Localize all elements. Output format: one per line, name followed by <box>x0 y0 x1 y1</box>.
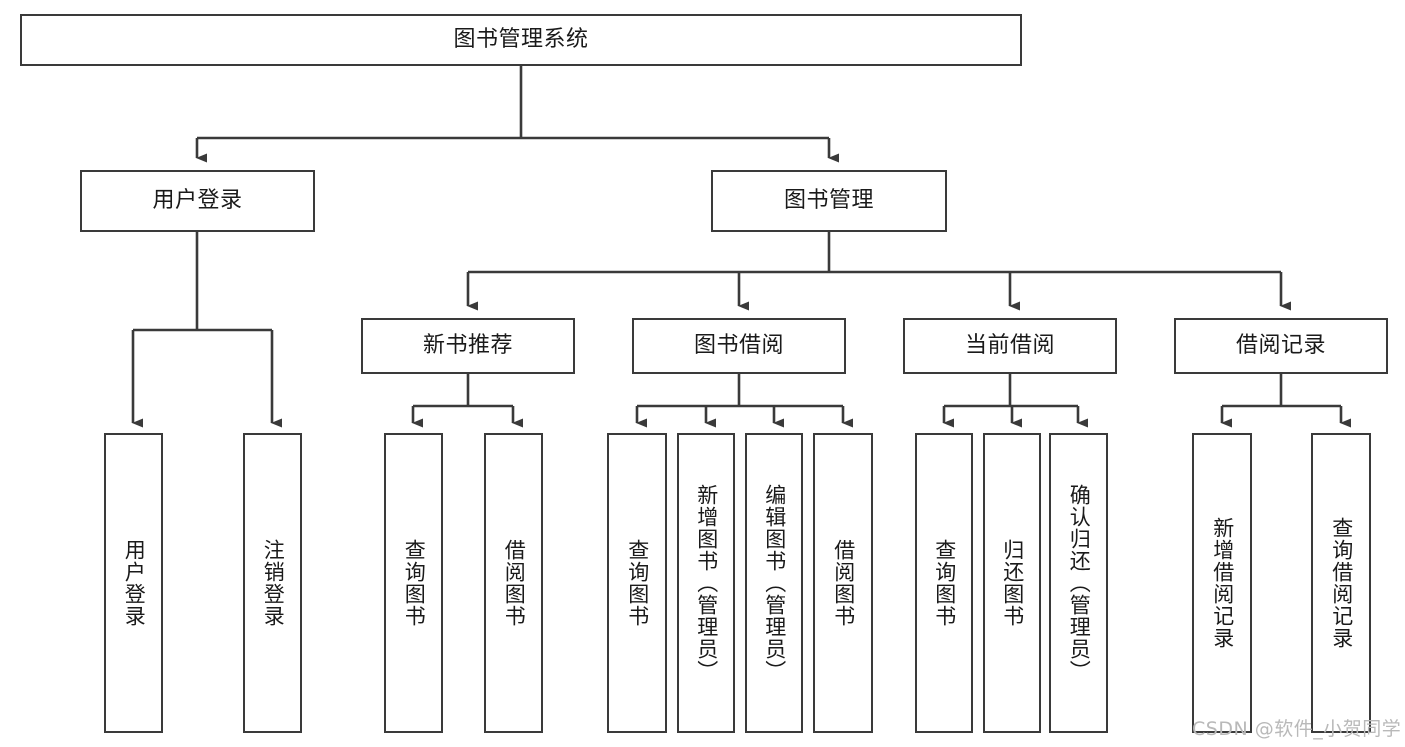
node-label: 注销登录 <box>261 539 286 627</box>
leaf-new-book-borrow-book[interactable]: 借阅图书 <box>484 433 543 733</box>
node-label: 编辑图书（管理员） <box>762 484 787 682</box>
leaf-borrow-record-query-record[interactable]: 查询借阅记录 <box>1311 433 1371 733</box>
node-borrow-record[interactable]: 借阅记录 <box>1174 318 1388 374</box>
node-label: 确认归还（管理员） <box>1067 484 1092 682</box>
leaf-current-borrow-confirm-return-admin[interactable]: 确认归还（管理员） <box>1049 433 1108 733</box>
leaf-book-borrow-add-book-admin[interactable]: 新增图书（管理员） <box>677 433 735 733</box>
node-label: 查询借阅记录 <box>1329 517 1354 649</box>
leaf-book-borrow-edit-book-admin[interactable]: 编辑图书（管理员） <box>745 433 803 733</box>
node-label: 图书借阅 <box>693 333 784 359</box>
leaf-current-borrow-return-book[interactable]: 归还图书 <box>983 433 1041 733</box>
leaf-book-borrow-query-book[interactable]: 查询图书 <box>607 433 667 733</box>
node-book-borrow[interactable]: 图书借阅 <box>632 318 846 374</box>
node-label: 查询图书 <box>402 539 427 627</box>
leaf-user-login-logout[interactable]: 注销登录 <box>243 433 302 733</box>
node-label: 查询图书 <box>625 539 650 627</box>
node-label: 借阅记录 <box>1235 333 1326 359</box>
leaf-current-borrow-query-book[interactable]: 查询图书 <box>915 433 973 733</box>
node-label: 图书管理 <box>783 188 874 214</box>
node-label: 借阅图书 <box>502 539 527 627</box>
node-label: 新增图书（管理员） <box>694 484 719 682</box>
node-label: 归还图书 <box>1000 539 1025 627</box>
node-label: 新增借阅记录 <box>1210 517 1235 649</box>
node-label: 当前借阅 <box>964 333 1055 359</box>
node-label: 用户登录 <box>152 188 243 214</box>
node-book-management[interactable]: 图书管理 <box>711 170 947 232</box>
node-user-login[interactable]: 用户登录 <box>80 170 315 232</box>
node-root-book-management-system[interactable]: 图书管理系统 <box>20 14 1022 66</box>
leaf-borrow-record-add-record[interactable]: 新增借阅记录 <box>1192 433 1252 733</box>
node-label: 用户登录 <box>122 539 147 627</box>
node-current-borrow[interactable]: 当前借阅 <box>903 318 1117 374</box>
leaf-user-login-login[interactable]: 用户登录 <box>104 433 163 733</box>
csdn-watermark: CSDN @软件_小贺同学 <box>1192 718 1402 740</box>
node-label: 新书推荐 <box>422 333 513 359</box>
node-new-book-recommend[interactable]: 新书推荐 <box>361 318 575 374</box>
node-label: 借阅图书 <box>831 539 856 627</box>
leaf-new-book-query-book[interactable]: 查询图书 <box>384 433 443 733</box>
node-label: 图书管理系统 <box>453 27 589 53</box>
leaf-book-borrow-borrow-book[interactable]: 借阅图书 <box>813 433 873 733</box>
node-label: 查询图书 <box>932 539 957 627</box>
